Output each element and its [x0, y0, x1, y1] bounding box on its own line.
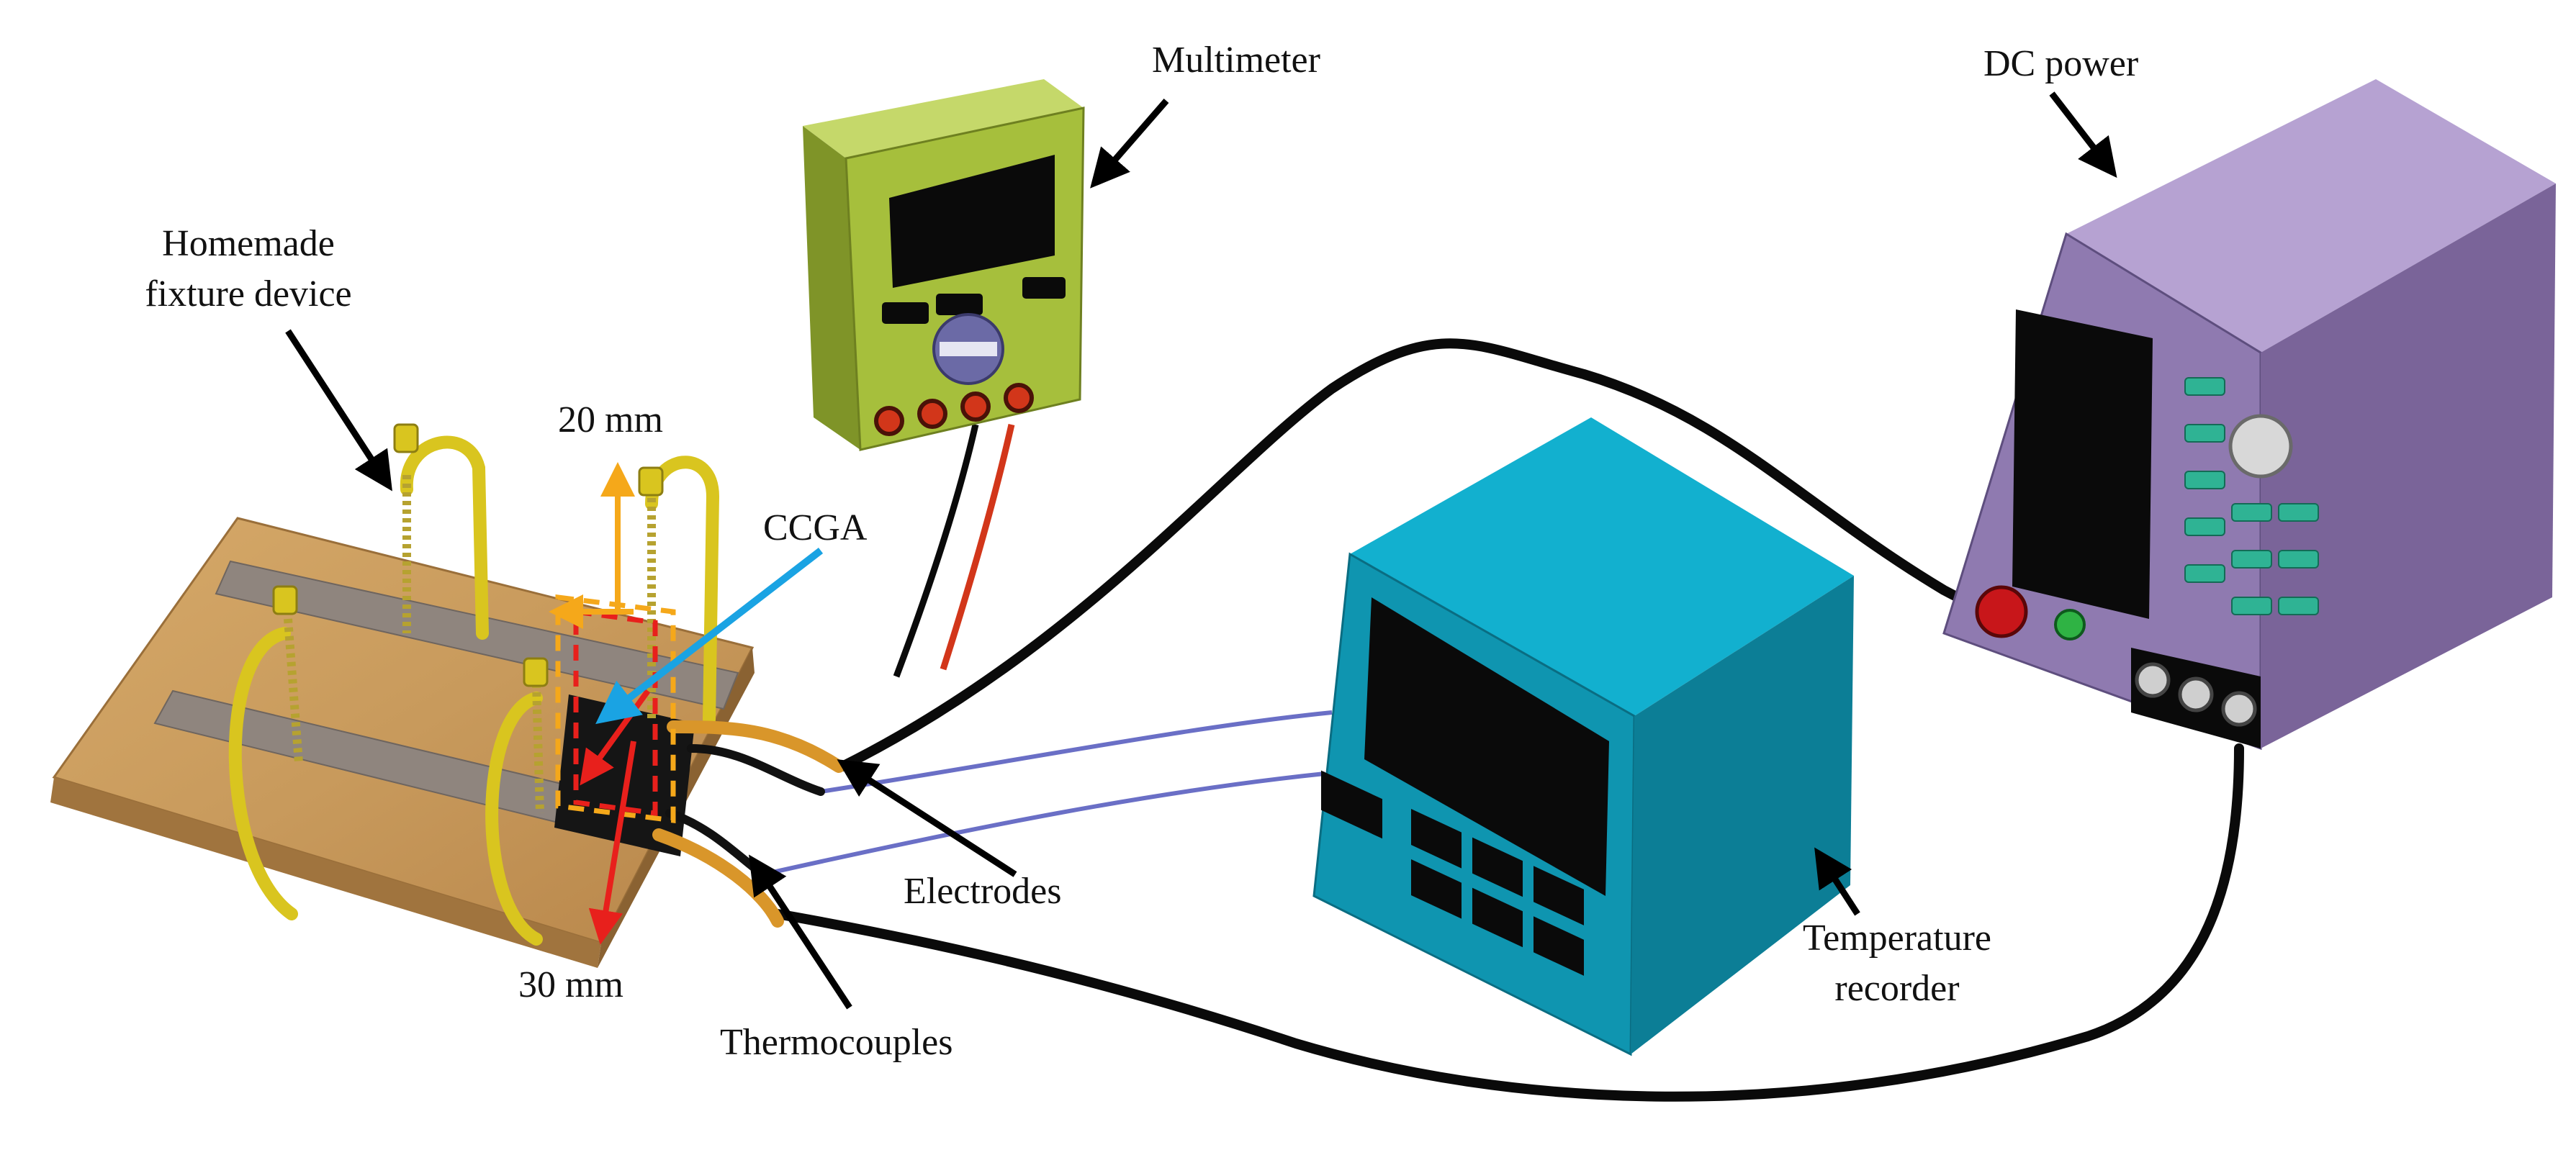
dc-btn-3 — [2184, 471, 2225, 489]
recorder-btn-5 — [1411, 859, 1462, 919]
dc-power-supply-icon — [1942, 79, 2556, 751]
dim-box-20mm — [555, 594, 676, 823]
wood-board-edge — [50, 777, 601, 968]
dc-btn-1 — [2184, 377, 2225, 396]
recorder-screen — [1364, 597, 1609, 896]
thermo-wire-2 — [762, 771, 1325, 877]
dc-power-side — [2261, 184, 2556, 748]
dc-btn-5 — [2278, 503, 2319, 522]
electrode-upper — [667, 720, 845, 773]
dc-btn-10 — [2231, 597, 2272, 615]
multimeter-icon — [803, 79, 1085, 451]
arrow-fixture — [285, 329, 392, 492]
dc-power-led — [2054, 609, 2086, 640]
dc-terminal-3 — [2221, 691, 2257, 727]
ccga-chip — [554, 694, 695, 856]
multimeter-jack-1 — [874, 406, 904, 436]
label-recorder-line1: Temperature — [1803, 918, 1991, 959]
label-dc-power: DC power — [1983, 43, 2138, 84]
multimeter-btn-3 — [1022, 277, 1066, 299]
multimeter-side — [803, 126, 860, 450]
clamp-knob-4 — [523, 657, 549, 687]
multimeter-btn-2 — [936, 294, 983, 315]
multimeter-screen — [889, 155, 1055, 288]
multimeter-jack-4 — [1004, 383, 1034, 413]
dim-box-30mm — [573, 608, 658, 817]
dc-btn-11 — [2278, 597, 2319, 615]
recorder-btn-6 — [1472, 887, 1523, 948]
recorder-btn-7 — [1534, 916, 1584, 976]
arrow-temperature-recorder — [1814, 847, 1860, 916]
dc-btn-2 — [2184, 424, 2225, 443]
clamp-knob-1 — [393, 423, 419, 453]
label-fixture-line1: Homemade — [162, 223, 335, 264]
temperature-recorder-icon — [1312, 417, 1854, 1056]
dc-power-top — [2066, 79, 2556, 353]
dc-btn-9 — [2184, 564, 2225, 583]
label-fixture-line2: fixture device — [145, 273, 351, 314]
thermocouple-upper — [687, 744, 825, 796]
clamp-front-left — [228, 627, 298, 920]
label-multimeter: Multimeter — [1152, 40, 1320, 81]
dc-terminal-1 — [2135, 662, 2171, 698]
multimeter-lead-black — [893, 424, 979, 678]
multimeter-jack-2 — [917, 399, 947, 429]
dc-terminal-2 — [2178, 676, 2214, 712]
label-electrodes: Electrodes — [904, 871, 1061, 912]
dc-btn-8 — [2278, 550, 2319, 569]
recorder-btn-4 — [1534, 866, 1584, 925]
dc-power-knob — [2228, 414, 2293, 479]
arrow-dc-power — [2049, 91, 2117, 178]
multimeter-jack-3 — [960, 391, 991, 422]
label-ccga: CCGA — [763, 507, 868, 548]
recorder-btn-2 — [1411, 808, 1462, 869]
multimeter-top — [803, 79, 1084, 158]
arrow-thermocouples — [749, 854, 852, 1010]
label-arrows — [285, 91, 2117, 1010]
clamp-back-left — [400, 435, 489, 640]
label-30mm: 30 mm — [518, 964, 623, 1005]
dc-btn-6 — [2184, 517, 2225, 536]
label-20mm: 20 mm — [558, 399, 663, 440]
arrow-electrodes — [837, 759, 1017, 877]
clamp-front-right — [485, 692, 543, 946]
clamp-knob-3 — [272, 585, 298, 615]
clamp-knob-2 — [638, 466, 664, 497]
dim-arrow-30mm-down — [588, 741, 636, 945]
fixture-device-icon — [50, 423, 845, 968]
dc-btn-4 — [2231, 503, 2272, 522]
arrow-multimeter — [1090, 99, 1169, 189]
thermo-wire-1 — [820, 710, 1333, 794]
dc-power-screen — [2012, 309, 2153, 619]
multimeter-lead-red — [940, 424, 1015, 671]
dc-power-switch — [1975, 585, 2028, 638]
recorder-btn-1 — [1321, 770, 1382, 839]
recorder-btn-3 — [1472, 837, 1523, 897]
arrow-ccga — [595, 548, 824, 725]
multimeter-btn-1 — [882, 302, 929, 324]
label-recorder-line2: recorder — [1834, 968, 1959, 1009]
dc-btn-7 — [2231, 550, 2272, 569]
multimeter-dial-pointer — [940, 342, 997, 356]
label-thermocouples: Thermocouples — [720, 1022, 953, 1063]
recorder-top — [1350, 417, 1854, 716]
electrode-lower — [652, 828, 784, 928]
spring-3 — [284, 618, 303, 764]
recorder-side — [1631, 576, 1854, 1054]
dc-cable-bottom — [773, 743, 2244, 1102]
